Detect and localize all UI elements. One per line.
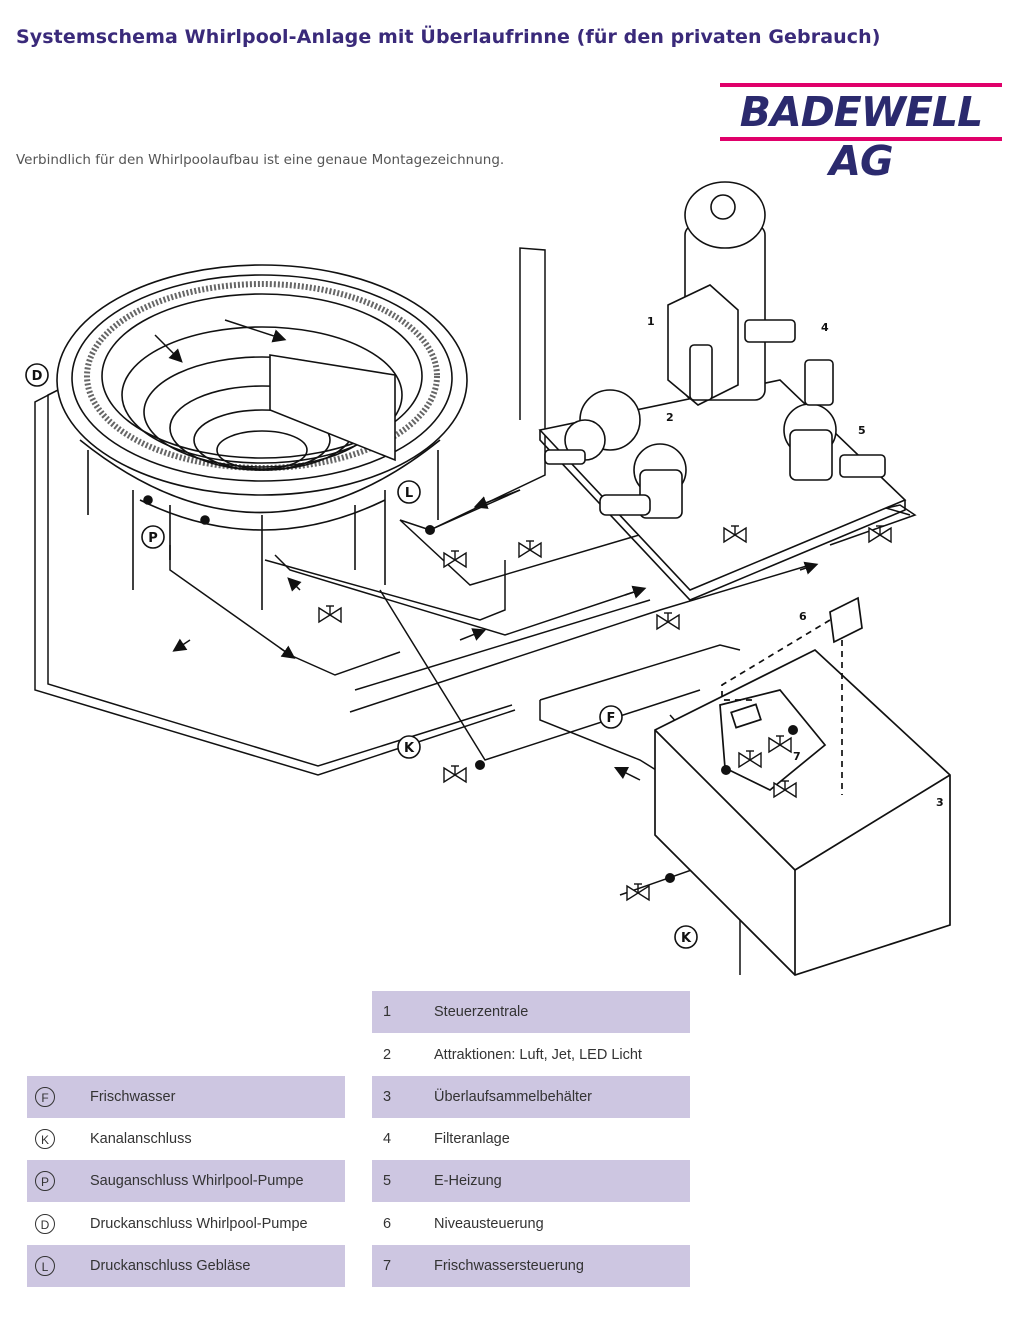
legend-item-druckanschluss-pumpe: D Druckanschluss Whirlpool-Pumpe [27,1203,345,1245]
legend-item-3: 3 Überlaufsammelbehälter [372,1076,690,1118]
legend-item-4: 4 Filteranlage [372,1118,690,1160]
legend-label: Kanalanschluss [90,1131,192,1147]
legend-symbol: D [35,1214,55,1234]
legend-label: Frischwassersteuerung [434,1258,584,1274]
legend-item-1: 1 Steuerzentrale [372,991,690,1033]
label-3: 3 [936,796,944,809]
legend-number: 3 [383,1089,392,1105]
page-subtitle: Verbindlich für den Whirlpoolaufbau ist … [16,152,505,168]
legend-symbol: L [35,1256,55,1276]
legend-item-5: 5 E-Heizung [372,1160,690,1202]
label-7: 7 [793,750,801,763]
legend-symbol: F [35,1087,55,1107]
label-l: L [397,480,421,504]
label-p: P [141,525,165,549]
legend-item-frischwasser: F Frischwasser [27,1076,345,1118]
label-4: 4 [821,321,829,334]
label-1: 1 [647,315,655,328]
legend-number: 6 [383,1216,392,1232]
svg-text:F: F [607,711,616,726]
junction-dots [425,525,798,883]
svg-text:L: L [405,486,413,501]
logo-text: BADEWELL AG [739,88,984,185]
legend-item-7: 7 Frischwassersteuerung [372,1245,690,1287]
legend-item-2: 2 Attraktionen: Luft, Jet, LED Licht [372,1034,690,1076]
legend-label: Druckanschluss Whirlpool-Pumpe [90,1216,308,1232]
legend-label: Steuerzentrale [434,1004,529,1020]
legend-label: Überlaufsammelbehälter [434,1089,592,1105]
svg-text:P: P [148,531,158,546]
flow-arrows [154,319,860,922]
diagram-labels: D L P K F K 1 2 3 4 5 6 7 [25,315,944,949]
legend-number: 4 [383,1131,392,1147]
company-logo: BADEWELL AG [720,83,1002,185]
page-title: Systemschema Whirlpool-Anlage mit Überla… [16,26,881,48]
legend-number: 2 [383,1047,392,1063]
legend-label: Filteranlage [434,1131,510,1147]
label-f: F [599,705,623,729]
legend-item-kanalanschluss: K Kanalanschluss [27,1118,345,1160]
label-k-1: K [397,735,421,759]
legend-label: Frischwasser [90,1089,176,1105]
legend-item-druckanschluss-geblaese: L Druckanschluss Gebläse [27,1245,345,1287]
label-6: 6 [799,610,807,623]
label-5: 5 [858,424,866,437]
legend-symbol: P [35,1171,55,1191]
legend-label: Druckanschluss Gebläse [90,1258,251,1274]
legend-item-6: 6 Niveausteuerung [372,1203,690,1245]
legend-label: Attraktionen: Luft, Jet, LED Licht [434,1047,642,1063]
legend-number: 1 [383,1004,392,1020]
logo-bar-top [720,83,1002,87]
legend-item-sauganschluss: P Sauganschluss Whirlpool-Pumpe [27,1160,345,1202]
equipment-skid [538,181,907,601]
legend-label: Sauganschluss Whirlpool-Pumpe [90,1173,304,1189]
legend-label: E-Heizung [434,1173,502,1189]
svg-text:K: K [681,931,692,946]
label-k-2: K [674,925,698,949]
svg-text:D: D [32,369,43,384]
system-diagram: D L P K F K 1 2 3 4 5 6 7 [25,181,951,976]
logo-bar-bottom [720,137,1002,141]
overflow-tank [654,596,951,976]
legend-number: 7 [383,1258,392,1274]
label-d: D [25,363,49,387]
label-2: 2 [666,411,674,424]
legend-number: 5 [383,1173,392,1189]
legend-symbol: K [35,1129,55,1149]
whirlpool-tub [56,264,468,610]
legend-label: Niveausteuerung [434,1216,544,1232]
svg-text:K: K [404,741,415,756]
